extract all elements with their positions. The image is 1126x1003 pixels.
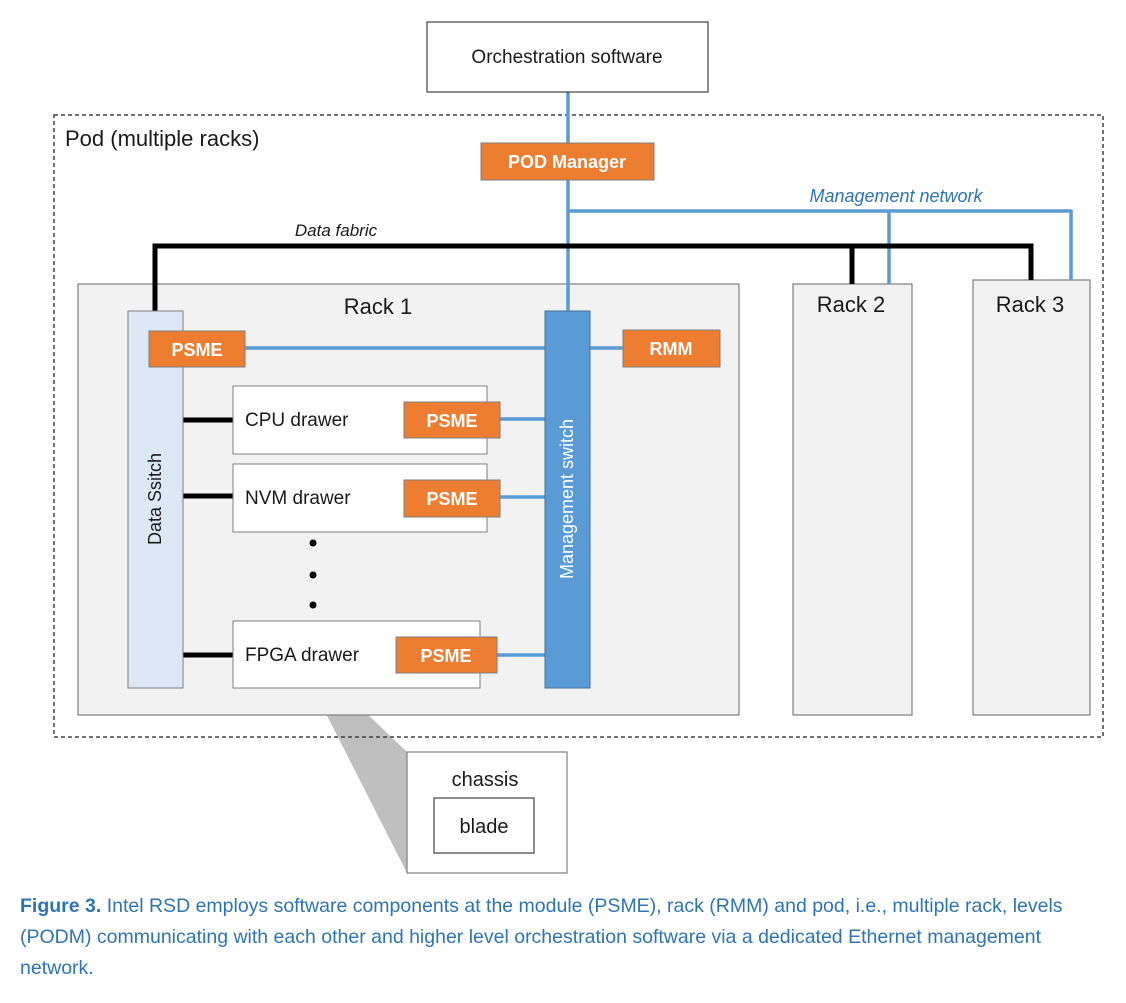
ellipsis-dots bbox=[309, 539, 317, 609]
fpga-drawer-psme-label: PSME bbox=[420, 646, 471, 666]
figure-caption-text: Intel RSD employs software components at… bbox=[20, 895, 1063, 979]
rack-psme-label: PSME bbox=[171, 340, 222, 360]
management-switch bbox=[544, 310, 591, 689]
pod-label: Pod (multiple racks) bbox=[65, 126, 259, 151]
rmm-box bbox=[622, 329, 721, 368]
pod-container bbox=[53, 114, 1104, 738]
data-fabric-lines bbox=[152, 243, 1034, 658]
figure-caption: Figure 3. Intel RSD employs software com… bbox=[20, 891, 1110, 984]
chassis-label: chassis bbox=[452, 769, 519, 791]
orchestration-software-label: Orchestration software bbox=[471, 47, 662, 68]
fpga-drawer-label: FPGA drawer bbox=[245, 645, 360, 666]
management-switch-label: Management switch bbox=[557, 419, 577, 579]
pod-manager-label: POD Manager bbox=[508, 152, 626, 172]
cpu-drawer-psme-box bbox=[403, 401, 501, 439]
zoom-wedge bbox=[313, 688, 407, 873]
data-switch bbox=[127, 310, 184, 689]
nvm-drawer-label: NVM drawer bbox=[245, 488, 351, 509]
nvm-drawer-psme-box bbox=[403, 479, 501, 518]
rack-3 bbox=[972, 279, 1091, 716]
rack-1-label: Rack 1 bbox=[344, 294, 412, 319]
blade-box bbox=[433, 797, 535, 854]
data-switch-label: Data Ssitch bbox=[145, 453, 165, 545]
blade-label: blade bbox=[460, 816, 509, 838]
rmm-label: RMM bbox=[650, 339, 693, 359]
figure-caption-label: Figure 3. bbox=[20, 895, 102, 917]
nvm-drawer-psme-label: PSME bbox=[426, 489, 477, 509]
rack-3-label: Rack 3 bbox=[996, 292, 1064, 317]
rack-psme-box bbox=[148, 330, 246, 368]
orchestration-software-box bbox=[426, 21, 709, 93]
rack-2 bbox=[792, 283, 913, 716]
rack-2-label: Rack 2 bbox=[817, 292, 885, 317]
cpu-drawer-label: CPU drawer bbox=[245, 410, 349, 431]
fpga-drawer-psme-box bbox=[395, 636, 498, 674]
data-fabric-label: Data fabric bbox=[295, 221, 378, 240]
management-network-label: Management network bbox=[809, 186, 983, 206]
pod-manager-box bbox=[480, 142, 655, 181]
cpu-drawer-psme-label: PSME bbox=[426, 411, 477, 431]
